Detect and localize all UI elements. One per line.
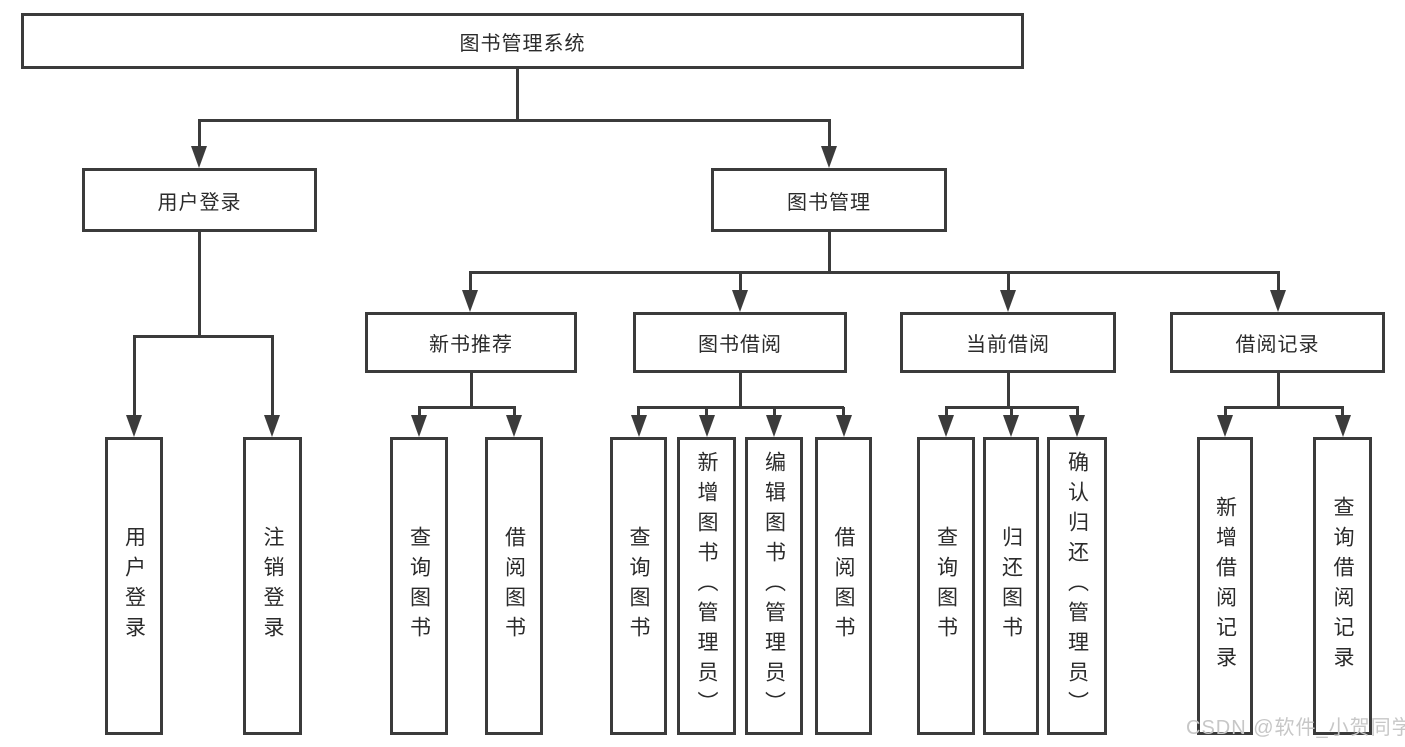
node-current-borrowing: 当前借阅 <box>900 312 1116 373</box>
connector-line <box>637 407 640 419</box>
leaf-borrow-books-borrow: 借阅图书 <box>815 437 872 735</box>
connector-line <box>1223 405 1344 409</box>
connector-line <box>270 336 274 419</box>
leaf-query-borrow-record: 查询借阅记录 <box>1313 437 1372 735</box>
node-borrow-records-label: 借阅记录 <box>1235 334 1320 356</box>
leaf-query-books-recommend: 查询图书 <box>390 437 448 735</box>
node-new-book-recommend-label: 新书推荐 <box>429 334 513 356</box>
node-new-book-recommend: 新书推荐 <box>365 312 577 373</box>
node-book-borrowing-label: 图书借阅 <box>698 334 782 356</box>
arrowhead-icon <box>126 415 142 437</box>
connector-line <box>738 373 742 407</box>
arrowhead-icon <box>1334 415 1351 437</box>
connector-line <box>512 407 516 419</box>
connector-line <box>132 334 274 338</box>
leaf-query-books-current: 查询图书 <box>917 437 975 735</box>
connector-line <box>738 272 742 292</box>
arrowhead-icon <box>766 415 782 437</box>
node-user-login: 用户登录 <box>82 168 317 232</box>
arrowhead-icon <box>191 146 207 168</box>
connector-line <box>132 336 136 419</box>
node-current-borrowing-label: 当前借阅 <box>966 334 1050 356</box>
leaf-confirm-return-admin-label: 确认归还（管理员） <box>1065 451 1089 721</box>
node-root-label: 图书管理系统 <box>459 32 586 55</box>
leaf-borrow-books-borrow-label: 借阅图书 <box>832 526 855 646</box>
leaf-user-login-label: 用户登录 <box>122 526 146 646</box>
arrowhead-icon <box>462 290 478 312</box>
connector-line <box>1009 407 1013 419</box>
leaf-add-book-admin-label: 新增图书（管理员） <box>695 451 718 721</box>
connector-line <box>827 120 831 150</box>
leaf-query-books-borrow: 查询图书 <box>610 437 667 735</box>
arrowhead-icon <box>1217 415 1233 437</box>
node-borrow-records: 借阅记录 <box>1170 312 1385 373</box>
connector-line <box>637 405 844 409</box>
leaf-user-login: 用户登录 <box>105 437 163 735</box>
arrowhead-icon <box>630 415 647 437</box>
node-user-login-label: 用户登录 <box>157 191 242 214</box>
leaf-borrow-books-recommend-label: 借阅图书 <box>502 526 526 646</box>
connector-line <box>1223 407 1227 419</box>
connector-line <box>772 407 776 419</box>
node-book-management: 图书管理 <box>711 168 947 232</box>
connector-line <box>469 373 473 407</box>
leaf-edit-book-admin-label: 编辑图书（管理员） <box>762 451 786 721</box>
node-root: 图书管理系统 <box>21 13 1024 69</box>
connector-line <box>1341 407 1344 419</box>
leaf-add-borrow-record-label: 新增借阅记录 <box>1213 496 1237 676</box>
arrowhead-icon <box>1069 415 1085 437</box>
leaf-query-borrow-record-label: 查询借阅记录 <box>1331 496 1354 676</box>
leaf-logout-label: 注销登录 <box>261 526 284 646</box>
leaf-add-borrow-record: 新增借阅记录 <box>1197 437 1253 735</box>
leaf-edit-book-admin: 编辑图书（管理员） <box>745 437 803 735</box>
connector-line <box>827 232 831 274</box>
csdn-watermark: CSDN @软件_小贺同学 <box>1186 717 1405 739</box>
connector-line <box>842 407 845 419</box>
leaf-query-books-current-label: 查询图书 <box>934 526 958 646</box>
connector-line <box>1276 373 1280 407</box>
connector-line <box>468 272 472 292</box>
arrowhead-icon <box>1270 290 1286 312</box>
leaf-confirm-return-admin: 确认归还（管理员） <box>1047 437 1107 735</box>
connector-line <box>417 407 421 419</box>
connector-line <box>1006 373 1010 407</box>
connector-line <box>198 232 201 336</box>
arrowhead-icon <box>264 415 280 437</box>
leaf-borrow-books-recommend: 借阅图书 <box>485 437 543 735</box>
connector-line <box>197 120 201 150</box>
leaf-query-books-recommend-label: 查询图书 <box>407 526 431 646</box>
leaf-add-book-admin: 新增图书（管理员） <box>677 437 736 735</box>
connector-line <box>515 69 519 120</box>
leaf-return-book: 归还图书 <box>983 437 1039 735</box>
leaf-query-books-borrow-label: 查询图书 <box>627 526 650 646</box>
connector-line <box>1276 272 1280 292</box>
arrowhead-icon <box>732 290 748 312</box>
arrowhead-icon <box>821 146 837 168</box>
connector-line <box>197 118 831 122</box>
arrowhead-icon <box>938 415 954 437</box>
connector-line <box>1006 272 1010 292</box>
connector-line <box>468 271 1280 274</box>
arrowhead-icon <box>698 415 715 437</box>
connector-line <box>1075 407 1079 419</box>
node-book-borrowing: 图书借阅 <box>633 312 847 373</box>
arrowhead-icon <box>835 415 852 437</box>
arrowhead-icon <box>1000 290 1016 312</box>
connector-line <box>944 407 948 419</box>
connector-line <box>417 405 516 409</box>
leaf-logout: 注销登录 <box>243 437 302 735</box>
arrowhead-icon <box>411 415 427 437</box>
arrowhead-icon <box>1003 415 1019 437</box>
node-book-management-label: 图书管理 <box>787 191 871 214</box>
connector-line <box>705 407 708 419</box>
leaf-return-book-label: 归还图书 <box>999 526 1023 646</box>
arrowhead-icon <box>506 415 522 437</box>
